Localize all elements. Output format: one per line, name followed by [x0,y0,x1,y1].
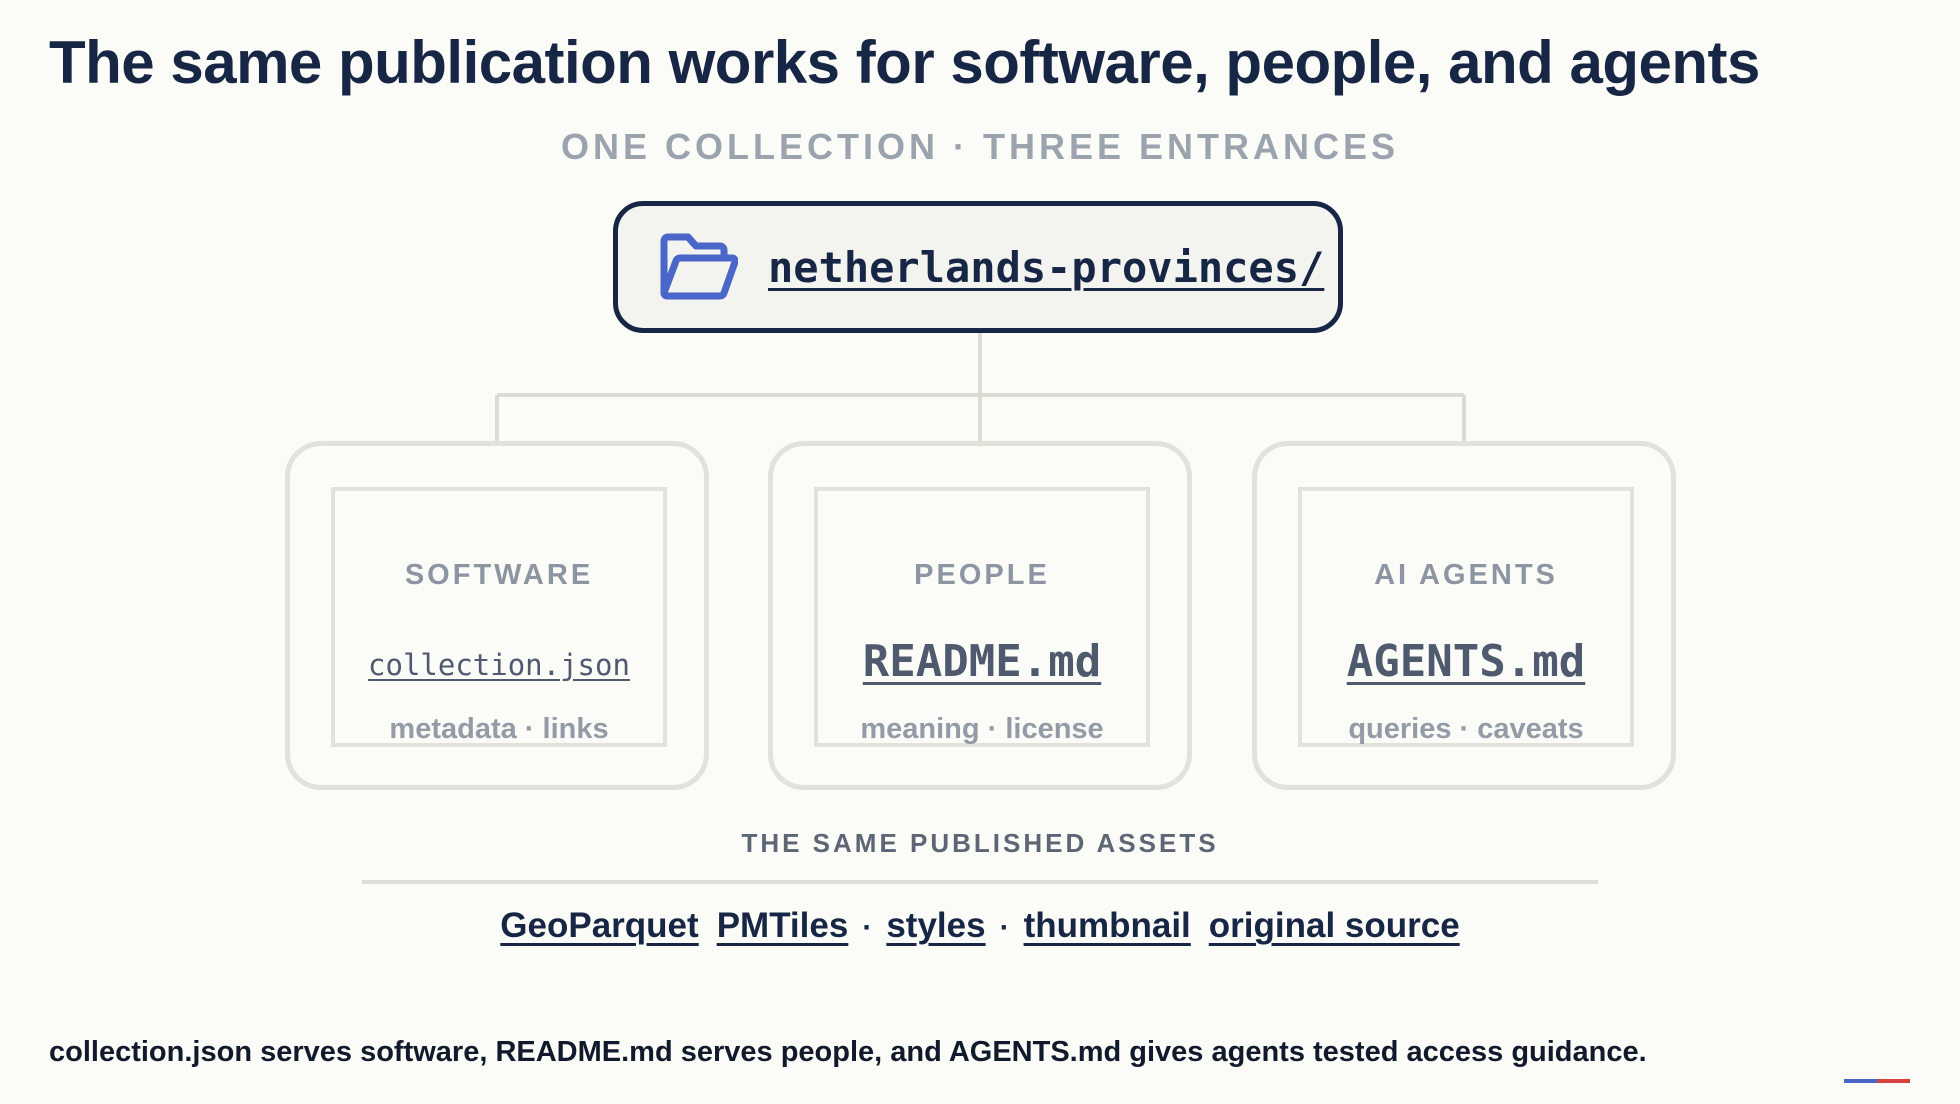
collection-folder-name[interactable]: netherlands-provinces/ [768,242,1325,292]
asset-separator: · [999,911,1010,944]
entrance-card-people: PEOPLE README.md meaning · license [768,441,1192,790]
audience-label: PEOPLE [914,559,1050,591]
asset-link-pmtiles[interactable]: PMTiles [716,906,849,945]
asset-link-geoparquet[interactable]: GeoParquet [500,906,699,945]
assets-divider [362,880,1598,884]
folder-open-icon [660,233,738,300]
audience-label: AI AGENTS [1374,559,1558,591]
audience-label: SOFTWARE [404,559,594,591]
readme-link[interactable]: README.md [862,636,1102,687]
entrance-description: metadata · links [389,713,609,745]
entrance-card-inner: PEOPLE README.md meaning · license [814,487,1150,747]
entrance-description: queries · caveats [1348,713,1584,745]
entrance-card-inner: AI AGENTS AGENTS.md queries · caveats [1298,487,1634,747]
entrance-card-software: SOFTWARE collection.json metadata · link… [285,441,709,790]
entrance-card-inner: SOFTWARE collection.json metadata · link… [331,487,667,747]
assets-list: GeoParquet PMTiles · styles · thumbnail … [0,906,1960,946]
assets-heading: THE SAME PUBLISHED ASSETS [741,828,1219,858]
footer-caption: collection.json serves software, README.… [49,1036,1647,1068]
entrance-description: meaning · license [860,713,1104,745]
agents-md-link[interactable]: AGENTS.md [1346,636,1586,687]
accent-bar [1844,1079,1910,1083]
asset-separator: · [862,911,873,944]
collection-folder-box[interactable]: netherlands-provinces/ [613,201,1343,333]
page-title: The same publication works for software,… [49,29,1760,96]
asset-link-styles[interactable]: styles [886,906,986,945]
asset-link-original-source[interactable]: original source [1208,906,1460,945]
collection-json-link[interactable]: collection.json [368,648,630,682]
accent-bar-red [1877,1079,1910,1083]
entrance-card-ai-agents: AI AGENTS AGENTS.md queries · caveats [1252,441,1676,790]
diagram-subtitle: ONE COLLECTION · THREE ENTRANCES [560,126,1399,167]
asset-link-thumbnail[interactable]: thumbnail [1023,906,1191,945]
accent-bar-blue [1844,1079,1877,1083]
